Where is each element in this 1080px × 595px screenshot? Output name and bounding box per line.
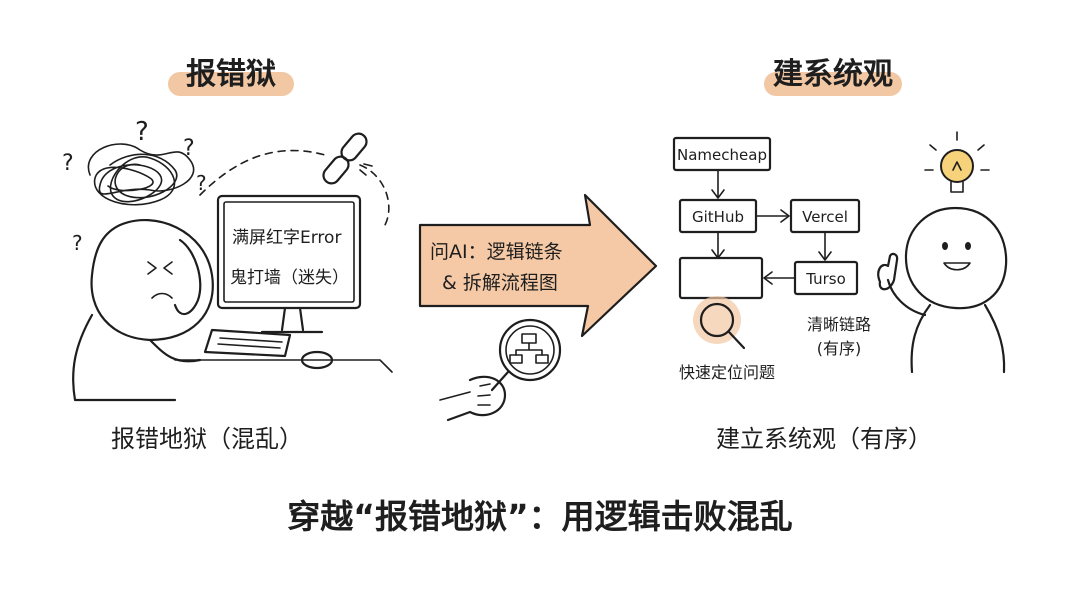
screen-text-lost: 鬼打墙（迷失） (230, 268, 349, 288)
right-title-group: 建系统观 (764, 57, 902, 96)
left-caption: 报错地狱（混乱） (111, 425, 303, 453)
broken-chain-icon (322, 132, 373, 185)
svg-text:?: ? (72, 231, 83, 255)
svg-text:?: ? (62, 151, 74, 176)
right-title: 建系统观 (773, 57, 893, 92)
dashed-connection-line-2 (359, 164, 390, 226)
confused-person (72, 219, 214, 402)
clear-chain-label-line1: 清晰链路 (807, 315, 871, 334)
system-flow-diagram: Namecheap GitHub Vercel Turso (672, 136, 861, 300)
question-mark-icons: ? ? ? ? ? (62, 117, 207, 255)
left-title: 报错狱 (186, 57, 276, 92)
bottom-title: 穿越“报错地狱”：用逻辑击败混乱 (287, 497, 792, 536)
svg-text:?: ? (135, 117, 149, 147)
screen-text-error: 满屏红字Error (232, 228, 341, 248)
left-title-group: 报错狱 (168, 57, 294, 96)
computer-monitor: 满屏红字Error 鬼打墙（迷失） (216, 194, 362, 334)
node-github-label: GitHub (692, 208, 744, 226)
desk-setup (174, 328, 393, 373)
node-empty (678, 256, 764, 300)
node-namecheap-label: Namecheap (677, 146, 767, 164)
clear-chain-label-line2: (有序) (817, 339, 862, 358)
arrow-text-line1: 问AI：逻辑链条 (430, 241, 563, 263)
arrow-text-line2: & 拆解流程图 (442, 272, 558, 294)
robot-hand-magnifier (439, 318, 562, 422)
process-arrow: 问AI：逻辑链条 & 拆解流程图 (418, 193, 658, 338)
lightbulb-icon (924, 131, 990, 193)
magnifier-icon: 快速定位问题 (679, 296, 775, 382)
dashed-connection-line (199, 149, 326, 196)
svg-text:?: ? (196, 171, 207, 195)
chaos-scribble-icon (87, 143, 195, 206)
magnifier-label: 快速定位问题 (679, 363, 775, 382)
svg-text:?: ? (183, 136, 195, 161)
node-vercel-label: Vercel (802, 208, 848, 226)
node-namecheap (672, 136, 772, 172)
left-title-highlight (168, 72, 294, 96)
right-title-highlight (764, 72, 902, 96)
happy-person (877, 206, 1008, 374)
node-turso-label: Turso (805, 270, 846, 288)
right-caption: 建立系统观（有序） (716, 425, 932, 453)
